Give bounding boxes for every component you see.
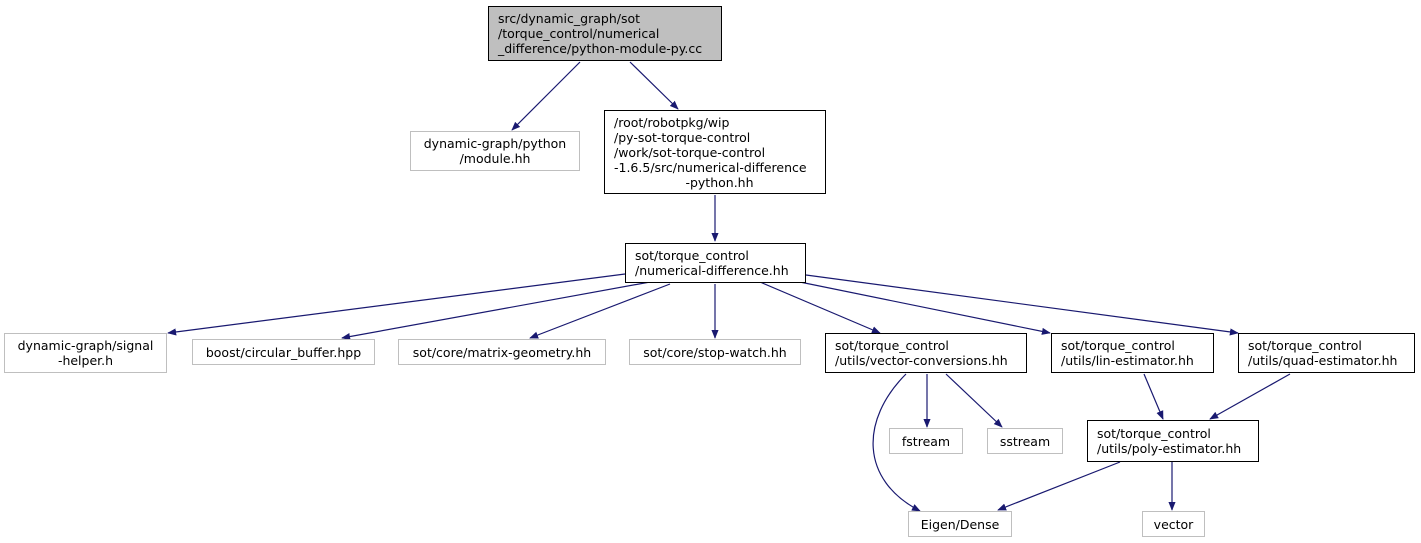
node-label-line: /torque_control/numerical [498, 26, 660, 41]
node-vector[interactable]: vector [1142, 511, 1205, 537]
node-label-line: vector [1153, 516, 1194, 532]
node-label-line: sot/torque_control [635, 248, 749, 263]
node-label-line: sot/torque_control [1097, 426, 1211, 441]
node-signal-helper-h[interactable]: dynamic-graph/signal -helper.h [4, 333, 167, 373]
node-label-line: dynamic-graph/signal [17, 338, 154, 353]
edge-numdiff-to-circular-buffer [341, 281, 651, 341]
node-label-line: sot/torque_control [1061, 338, 1175, 353]
node-label-line: /work/sot-torque-control [614, 144, 766, 160]
node-matrix-geometry-hh[interactable]: sot/core/matrix-geometry.hh [398, 339, 606, 365]
node-label-line: sot/torque_control [1248, 338, 1362, 353]
node-label-line: sstream [999, 433, 1051, 449]
node-label-line: Eigen/Dense [920, 516, 1000, 532]
node-label-line: sot/core/stop-watch.hh [643, 344, 787, 360]
node-label-line: /module.hh [459, 151, 531, 166]
node-label-line: /utils/vector-conversions.hh [835, 353, 1008, 368]
edge-vector-conversions-to-sstream [945, 373, 1003, 428]
node-label-line: sot/core/matrix-geometry.hh [412, 344, 592, 360]
node-label-line: /utils/poly-estimator.hh [1097, 441, 1242, 456]
node-numerical-difference-python-hh[interactable]: /root/robotpkg/wip /py-sot-torque-contro… [604, 110, 826, 194]
node-quad-estimator-hh[interactable]: sot/torque_control /utils/quad-estimator… [1238, 333, 1415, 373]
edge-numdiff-to-signal-helper [167, 273, 626, 336]
node-label-line: -1.6.5/src/numerical-difference [614, 159, 807, 175]
node-lin-estimator-hh[interactable]: sot/torque_control /utils/lin-estimator.… [1051, 333, 1214, 373]
edge-numdiff-to-quad-estimator [805, 274, 1239, 336]
node-stop-watch-hh[interactable]: sot/core/stop-watch.hh [629, 339, 801, 365]
edge-lin-estimator-to-poly-estimator [1143, 373, 1164, 420]
edge-poly-estimator-to-eigen-dense [997, 461, 1121, 511]
node-eigen-dense[interactable]: Eigen/Dense [908, 511, 1012, 537]
node-label-line: -python.hh [685, 174, 754, 190]
node-label-line: dynamic-graph/python [423, 136, 567, 151]
node-vector-conversions-hh[interactable]: sot/torque_control /utils/vector-convers… [825, 333, 1027, 373]
node-label-line: /py-sot-torque-control [614, 129, 751, 145]
node-label-line: /utils/lin-estimator.hh [1061, 353, 1194, 368]
node-label-line: sot/torque_control [835, 338, 949, 353]
node-poly-estimator-hh[interactable]: sot/torque_control /utils/poly-estimator… [1087, 420, 1259, 462]
node-fstream[interactable]: fstream [889, 428, 963, 454]
edge-vector-conversions-to-eigen-dense [872, 373, 921, 512]
edge-numdiff-to-matrix-geometry [529, 283, 671, 339]
edge-root-to-dg-module [511, 61, 581, 131]
node-label-line: -helper.h [57, 353, 114, 368]
node-label-line: src/dynamic_graph/sot [498, 11, 641, 26]
node-label-line: fstream [901, 433, 951, 449]
node-label-line: /numerical-difference.hh [635, 263, 789, 278]
node-python-module-py-cc: src/dynamic_graph/sot /torque_control/nu… [488, 6, 722, 61]
edge-numdiff-to-vector-conversions [759, 281, 881, 334]
edge-quad-estimator-to-poly-estimator [1209, 373, 1291, 420]
node-circular-buffer-hpp[interactable]: boost/circular_buffer.hpp [192, 339, 375, 365]
node-label-line: /root/robotpkg/wip [614, 114, 730, 130]
node-numerical-difference-hh[interactable]: sot/torque_control /numerical-difference… [625, 243, 806, 283]
edge-root-to-robotpkg [629, 61, 679, 110]
node-dynamic-graph-python-module[interactable]: dynamic-graph/python /module.hh [410, 131, 580, 171]
node-sstream[interactable]: sstream [987, 428, 1063, 454]
node-label-line: /utils/quad-estimator.hh [1248, 353, 1398, 368]
node-label-line: _difference/python-module-py.cc [498, 41, 703, 56]
node-label-line: boost/circular_buffer.hpp [205, 344, 362, 360]
edge-numdiff-to-lin-estimator [789, 279, 1051, 335]
